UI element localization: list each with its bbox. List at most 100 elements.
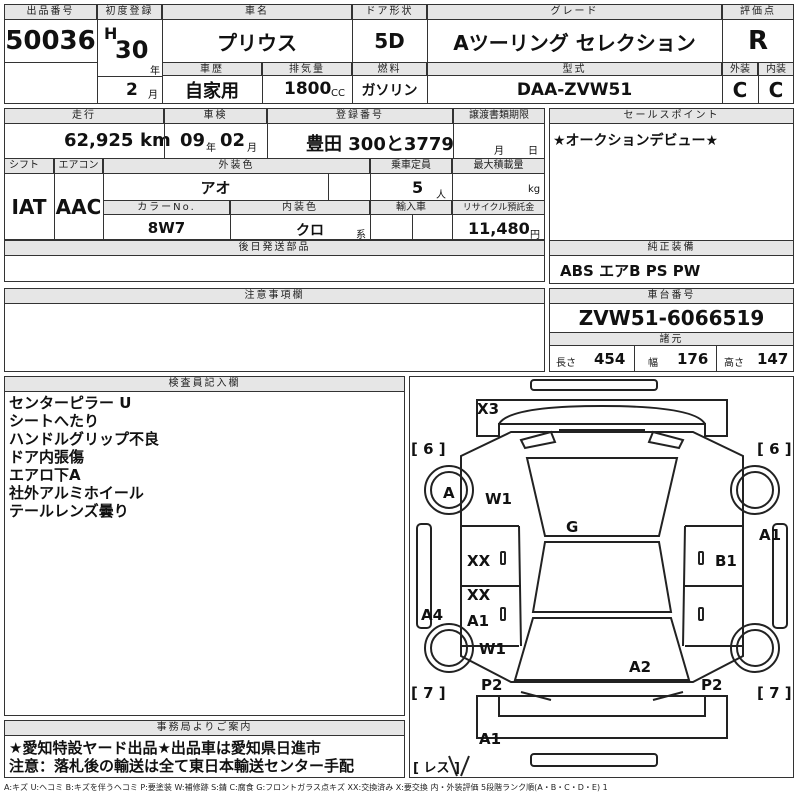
- score-header: 評価点: [722, 4, 794, 20]
- sales-point-text: ★オークションデビュー★: [553, 133, 719, 149]
- mark-tyre-fl: [ 6 ]: [411, 440, 446, 458]
- shift-header: シフト: [4, 158, 54, 174]
- deadline-header: 譲渡書類期限: [453, 108, 545, 124]
- month-unit: 月: [148, 90, 158, 101]
- genuine-equipment: ABS エアB PS PW: [560, 262, 701, 280]
- specs-header: 諸元: [549, 332, 794, 346]
- mark-p2-right: P2: [701, 676, 722, 694]
- inspector-note: ハンドルグリップ不良: [9, 430, 160, 448]
- aircon-header: エアコン: [54, 158, 103, 174]
- mark-a1-door: A1: [467, 612, 489, 630]
- color-no-header: カラーNo.: [103, 200, 230, 215]
- reg-no-header: 登録番号: [267, 108, 453, 124]
- sales-point-header: セールスポイント: [549, 108, 794, 124]
- reg-year: 30: [115, 36, 149, 64]
- car-diagram: X3 [ 6 ] [ 6 ] A W1 G A1 XX B1 XX A4 A1 …: [411, 379, 792, 777]
- inspector-note: シートへたり: [9, 412, 100, 430]
- displacement-header: 排気量: [262, 62, 352, 76]
- legend: A:キズ U:ヘコミ B:キズを伴うヘコミ P:要塗装 W:補修跡 S:錆 C:…: [4, 783, 608, 792]
- max-load-header: 最大積載量: [452, 158, 545, 174]
- door-header: ドア形状: [352, 4, 427, 20]
- car-name-header: 車名: [162, 4, 352, 20]
- mark-xx-door2: XX: [467, 586, 491, 604]
- import-header: 輸入車: [370, 200, 452, 215]
- int-color: クロ: [296, 223, 324, 239]
- office-notice-line: ★愛知特設ヤード出品★出品車は愛知県日進市: [9, 739, 321, 757]
- length-label: 長さ: [556, 358, 576, 369]
- aircon: AAC: [55, 195, 102, 219]
- grade-header: グレード: [427, 4, 722, 20]
- interior-header: 内装: [758, 62, 794, 76]
- inspector-note: ドア内張傷: [9, 448, 85, 466]
- mark-b1-right: B1: [715, 552, 737, 570]
- score: R: [747, 26, 769, 56]
- reg-month: 2: [126, 80, 138, 100]
- history: 自家用: [185, 81, 239, 102]
- mark-lens: [ レス ]: [413, 761, 460, 776]
- inspector-note: 社外アルミホイール: [9, 484, 144, 502]
- chassis-header: 車台番号: [549, 288, 794, 304]
- fuel: ガソリン: [361, 83, 418, 99]
- insp-year-unit: 年: [206, 143, 216, 154]
- int-color-unit: 系: [356, 230, 366, 241]
- era-label: H: [104, 24, 118, 43]
- recycle-unit: 円: [530, 230, 540, 241]
- mark-tyre-rl: [ 7 ]: [411, 684, 446, 702]
- width-label: 幅: [648, 358, 658, 369]
- width: 176: [677, 350, 709, 368]
- mark-a-wheel: A: [443, 484, 455, 502]
- shift: IAT: [11, 195, 47, 219]
- ext-color-header: 外装色: [103, 158, 370, 174]
- deadline-day: 日: [528, 146, 538, 157]
- fuel-header: 燃料: [352, 62, 427, 76]
- recycle: 11,480: [468, 219, 530, 238]
- inspector-header: 検査員記入欄: [4, 376, 405, 392]
- mark-xx-door1: XX: [467, 552, 491, 570]
- chassis-no: ZVW51-6066519: [578, 306, 765, 330]
- year-unit: 年: [150, 66, 160, 77]
- inspection-header: 車検: [164, 108, 267, 124]
- car-diagram-block: [409, 376, 794, 778]
- mark-a4-left: A4: [421, 606, 443, 624]
- mileage: 62,925: [64, 130, 134, 151]
- capacity-header: 乗車定員: [370, 158, 452, 174]
- genuine-equip-header: 純正装備: [549, 240, 794, 256]
- lot-no: 50036: [5, 26, 96, 56]
- mark-a2-trunk: A2: [629, 658, 651, 676]
- mark-w1-rear: W1: [479, 640, 506, 658]
- capacity: 5: [412, 178, 424, 197]
- insp-month-unit: 月: [247, 143, 257, 154]
- office-notice-header: 事務局よりご案内: [4, 720, 405, 736]
- insp-month: 02: [220, 130, 246, 151]
- mark-w1-top: W1: [485, 490, 512, 508]
- history-header: 車歴: [162, 62, 262, 76]
- recycle-header: リサイクル預託金: [452, 200, 545, 215]
- displacement: 1800: [284, 79, 332, 99]
- mark-tyre-rr: [ 7 ]: [757, 684, 792, 702]
- office-notice-line: 注意：落札後の輸送は全て東日本輸送センター手配: [9, 757, 355, 775]
- max-load-unit: kg: [528, 184, 541, 195]
- mark-a1-right: A1: [759, 526, 781, 544]
- exterior-grade: C: [732, 78, 748, 102]
- insp-year: 09: [180, 130, 206, 151]
- color-no: 8W7: [147, 218, 186, 237]
- mark-a1-bottom: A1: [479, 730, 501, 748]
- inspector-notes: センターピラー U シートへたり ハンドルグリップ不良 ドア内張傷 エアロ下A …: [9, 394, 159, 520]
- mark-x3: X3: [477, 400, 499, 418]
- reg-no: 豊田 300と3779: [306, 134, 454, 155]
- grade: Aツーリング セレクション: [453, 30, 696, 55]
- length: 454: [594, 350, 626, 368]
- cc-unit: CC: [331, 88, 345, 99]
- mileage-header: 走行: [4, 108, 164, 124]
- inspector-note: センターピラー U: [9, 394, 132, 412]
- km-unit: km: [140, 130, 171, 151]
- mark-tyre-fr: [ 6 ]: [757, 440, 792, 458]
- door-type: 5D: [374, 29, 405, 53]
- exterior-header: 外装: [722, 62, 758, 76]
- later-parts-header: 後日発送部品: [4, 240, 545, 256]
- mark-p2-left: P2: [481, 676, 502, 694]
- ext-color: アオ: [200, 178, 231, 197]
- deadline-month: 月: [494, 146, 504, 157]
- caution-header: 注意事項欄: [4, 288, 545, 304]
- int-color-header: 内装色: [230, 200, 370, 215]
